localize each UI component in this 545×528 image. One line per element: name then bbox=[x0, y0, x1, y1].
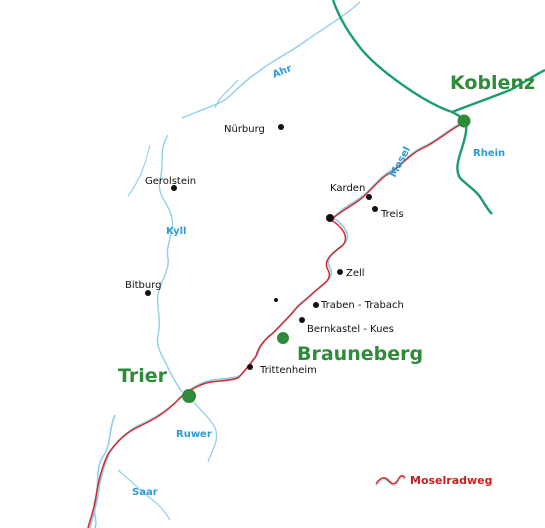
rhein-label: Rhein bbox=[473, 148, 505, 159]
zell-label: Zell bbox=[346, 268, 365, 279]
traben-trarbach-label: Traben - Trabach bbox=[320, 300, 404, 311]
saar-river bbox=[93, 414, 116, 528]
legend-route-label: Moselradweg bbox=[410, 474, 493, 487]
brauneberg-label: Brauneberg bbox=[297, 343, 423, 365]
kyll-tributary bbox=[127, 144, 151, 197]
brauneberg-dot bbox=[277, 332, 289, 344]
legend: Moselradweg bbox=[375, 474, 493, 487]
karden-dot bbox=[366, 194, 372, 200]
ahr-tributary bbox=[214, 79, 239, 109]
route-squiggle-icon bbox=[375, 475, 406, 485]
bernkastel-kues-dot bbox=[299, 317, 305, 323]
bernkastel-small-dot bbox=[274, 298, 278, 302]
gerolstein-label: Gerolstein bbox=[145, 176, 196, 187]
koblenz-dot bbox=[457, 114, 471, 128]
koblenz-label: Koblenz bbox=[450, 72, 535, 94]
moselradweg-route bbox=[87, 122, 464, 528]
kyll-label: Kyll bbox=[166, 226, 186, 237]
kyll-river bbox=[156, 134, 183, 393]
ruwer-label: Ruwer bbox=[176, 429, 212, 440]
gerolstein-dot bbox=[171, 185, 177, 191]
bitburg-label: Bitburg bbox=[125, 280, 162, 291]
bitburg-dot bbox=[145, 290, 151, 296]
treis-label: Treis bbox=[380, 209, 404, 220]
trier-dot bbox=[182, 389, 196, 403]
trittenheim-dot bbox=[247, 364, 253, 370]
cochem-dot bbox=[326, 214, 334, 222]
bernkastel-kues-label: Bernkastel - Kues bbox=[307, 324, 394, 335]
karden-label: Karden bbox=[330, 183, 365, 194]
trier-label: Trier bbox=[118, 365, 168, 387]
nurburg-dot bbox=[278, 124, 284, 130]
ahr-river bbox=[181, 1, 361, 119]
rhein-north bbox=[451, 68, 545, 114]
traben-trarbach-dot bbox=[313, 302, 319, 308]
saar-tributary bbox=[117, 469, 171, 521]
mosel-label: Mosel bbox=[388, 145, 413, 179]
treis-dot bbox=[372, 206, 378, 212]
zell-dot bbox=[337, 269, 343, 275]
trittenheim-label: Trittenheim bbox=[259, 365, 317, 376]
nurburg-label: Nürburg bbox=[224, 124, 265, 135]
saar-label: Saar bbox=[132, 487, 158, 498]
ruwer-river bbox=[191, 399, 218, 463]
ahr-label: Ahr bbox=[271, 63, 294, 81]
route-squiggle-blue bbox=[375, 477, 406, 487]
